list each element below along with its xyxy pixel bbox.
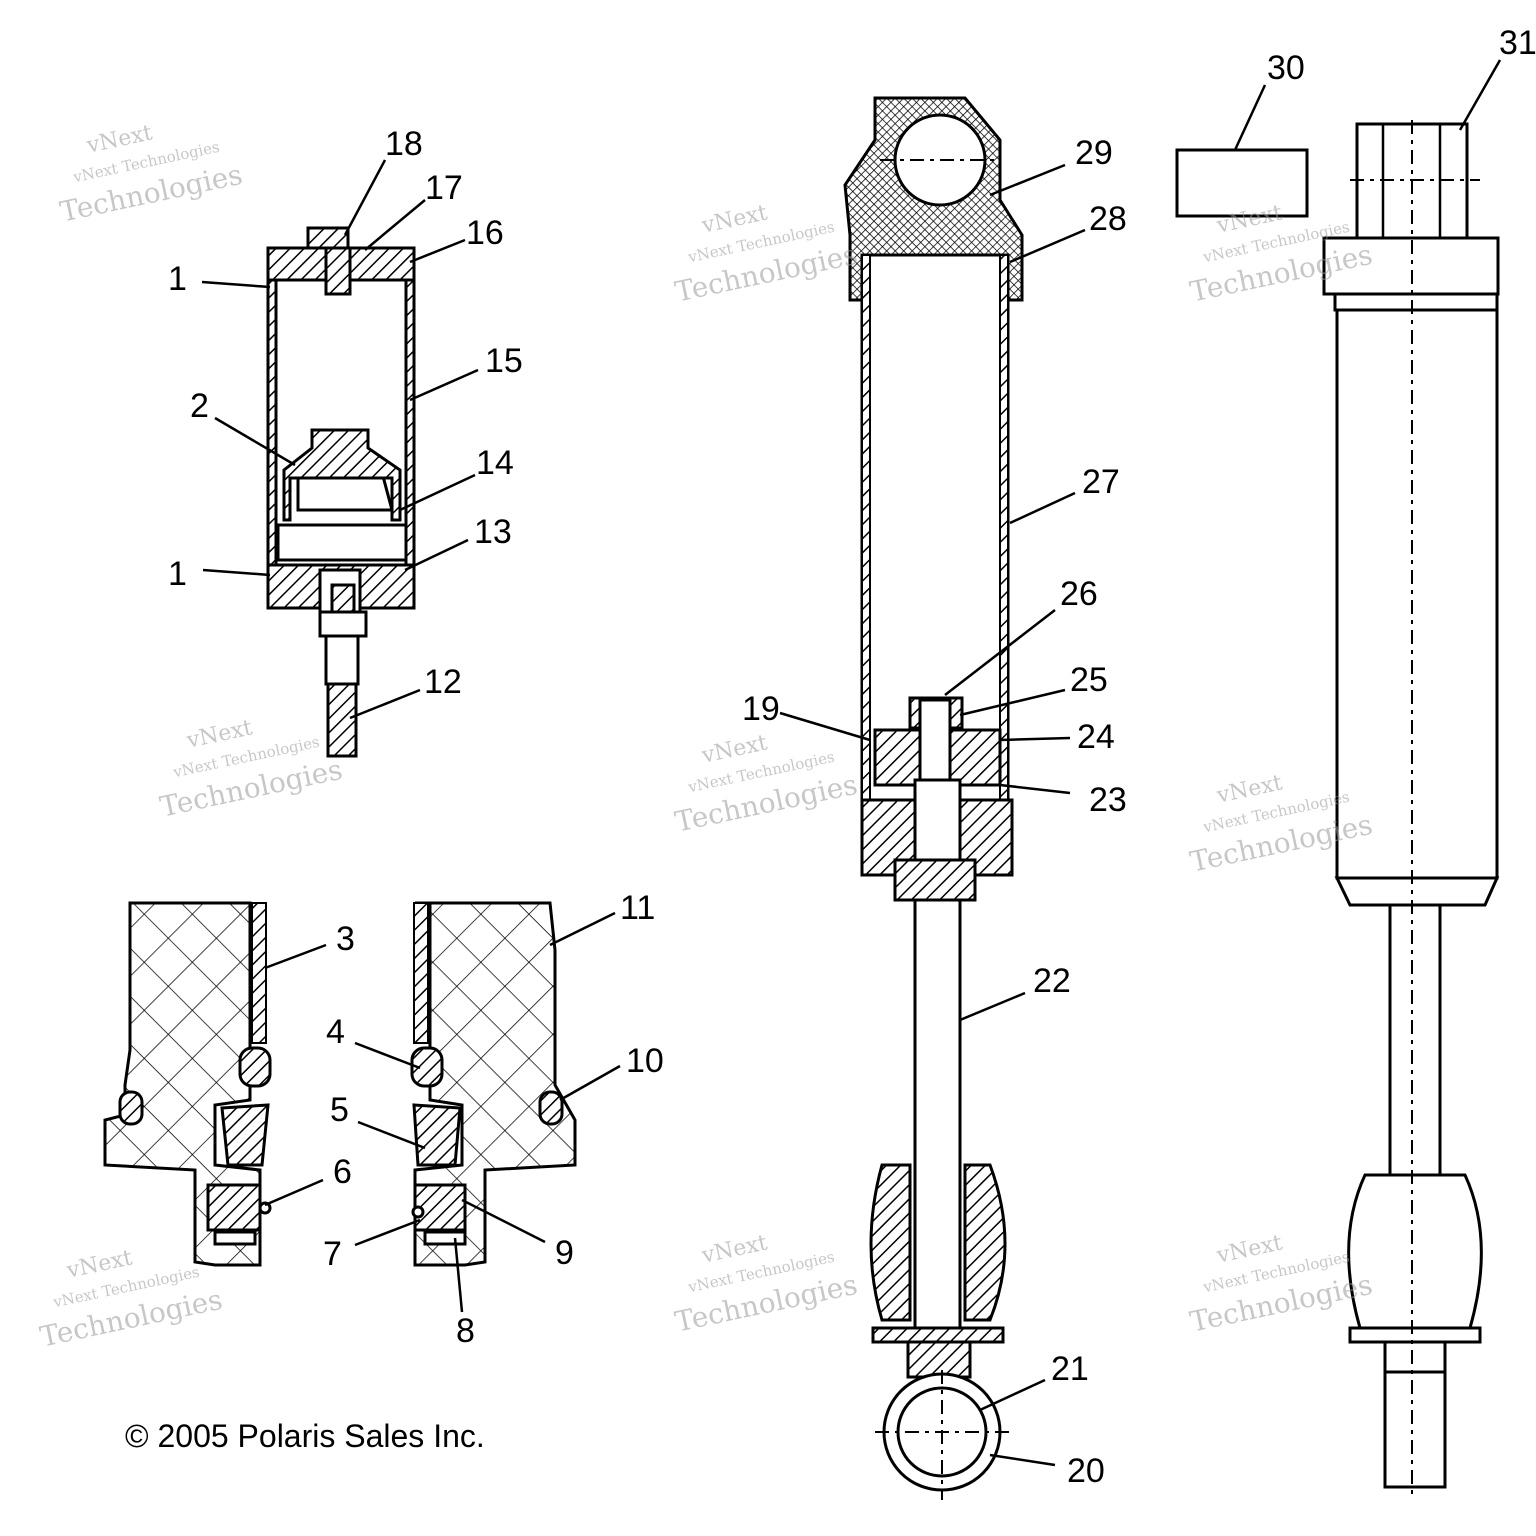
svg-text:17: 17 bbox=[425, 169, 463, 207]
callout-19: 19 bbox=[742, 690, 871, 742]
svg-text:16: 16 bbox=[466, 214, 504, 252]
callout-27: 27 bbox=[1009, 463, 1120, 525]
svg-text:19: 19 bbox=[742, 690, 780, 728]
svg-text:12: 12 bbox=[424, 663, 462, 701]
callout-22: 22 bbox=[959, 962, 1071, 1022]
svg-text:4: 4 bbox=[326, 1013, 345, 1051]
svg-text:3: 3 bbox=[336, 920, 355, 958]
svg-text:9: 9 bbox=[555, 1234, 574, 1272]
svg-text:28: 28 bbox=[1089, 200, 1127, 238]
shock-section bbox=[843, 96, 1024, 1500]
svg-text:8: 8 bbox=[456, 1312, 475, 1350]
svg-text:1: 1 bbox=[168, 260, 187, 298]
callout-9: 9 bbox=[461, 1198, 574, 1272]
callout-4: 4 bbox=[326, 1013, 421, 1070]
callout-31: 31 bbox=[1458, 24, 1536, 131]
callout-10: 10 bbox=[559, 1042, 664, 1102]
callout-29: 29 bbox=[989, 134, 1113, 197]
callout-23: 23 bbox=[999, 781, 1127, 819]
svg-text:11: 11 bbox=[620, 889, 655, 927]
seal-head-section bbox=[103, 901, 577, 1267]
svg-text:23: 23 bbox=[1089, 781, 1127, 819]
svg-text:21: 21 bbox=[1051, 1350, 1089, 1388]
svg-text:13: 13 bbox=[474, 513, 512, 551]
svg-text:2: 2 bbox=[190, 387, 209, 425]
svg-text:27: 27 bbox=[1082, 463, 1120, 501]
svg-text:14: 14 bbox=[476, 444, 514, 482]
callout-7: 7 bbox=[323, 1218, 421, 1273]
svg-text:20: 20 bbox=[1067, 1452, 1105, 1490]
callout-18: 18 bbox=[343, 125, 423, 236]
svg-text:26: 26 bbox=[1060, 575, 1098, 613]
callout-26: 26 bbox=[944, 575, 1098, 696]
callout-1-bottom: 1 bbox=[168, 555, 271, 593]
svg-text:24: 24 bbox=[1077, 718, 1115, 756]
svg-text:29: 29 bbox=[1075, 134, 1113, 172]
callout-14: 14 bbox=[399, 444, 514, 512]
callout-24: 24 bbox=[999, 718, 1115, 756]
callout-21: 21 bbox=[979, 1350, 1089, 1412]
callouts: 18 17 16 1 15 2 14 13 1 12 11 3 4 10 5 6… bbox=[168, 24, 1536, 1490]
callout-13: 13 bbox=[404, 513, 512, 572]
callout-17: 17 bbox=[364, 169, 463, 251]
svg-text:10: 10 bbox=[626, 1042, 664, 1080]
shock-exterior bbox=[1175, 120, 1500, 1495]
callout-30: 30 bbox=[1233, 49, 1305, 151]
svg-text:7: 7 bbox=[323, 1235, 342, 1273]
callout-12: 12 bbox=[349, 663, 462, 720]
copyright-notice: © 2005 Polaris Sales Inc. bbox=[125, 1418, 485, 1454]
svg-text:22: 22 bbox=[1033, 962, 1071, 1000]
reservoir-assembly bbox=[266, 226, 416, 758]
callout-8: 8 bbox=[453, 1237, 475, 1350]
svg-text:31: 31 bbox=[1499, 24, 1536, 62]
svg-text:18: 18 bbox=[385, 125, 423, 163]
svg-text:1: 1 bbox=[168, 555, 187, 593]
callout-6: 6 bbox=[264, 1153, 352, 1207]
callout-16: 16 bbox=[409, 214, 504, 264]
svg-text:5: 5 bbox=[330, 1091, 349, 1129]
callout-28: 28 bbox=[1009, 200, 1127, 264]
svg-text:25: 25 bbox=[1070, 661, 1108, 699]
svg-text:30: 30 bbox=[1267, 49, 1305, 87]
callout-2: 2 bbox=[190, 387, 296, 467]
callout-15: 15 bbox=[409, 342, 523, 402]
svg-text:6: 6 bbox=[333, 1153, 352, 1191]
callout-25: 25 bbox=[959, 661, 1108, 717]
callout-11: 11 bbox=[549, 889, 655, 947]
callout-5: 5 bbox=[330, 1091, 426, 1150]
callout-3: 3 bbox=[264, 920, 355, 970]
callout-1-top: 1 bbox=[168, 260, 271, 298]
svg-text:15: 15 bbox=[485, 342, 523, 380]
callout-20: 20 bbox=[989, 1452, 1105, 1490]
